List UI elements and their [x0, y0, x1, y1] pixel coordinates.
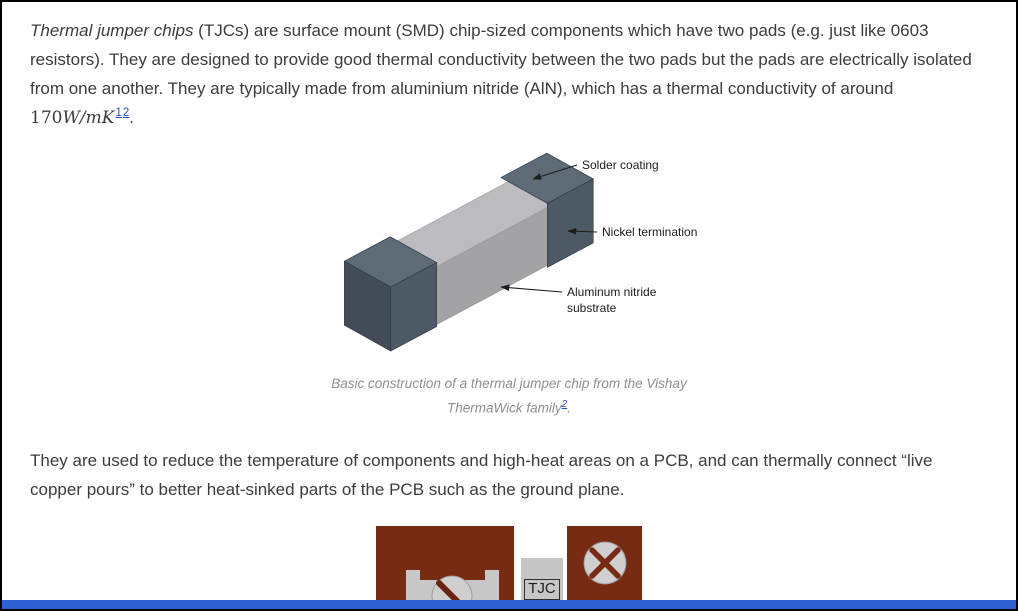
math-units: W/mK: [62, 108, 115, 128]
phillips-screw-icon: [583, 541, 627, 585]
caption-footnote-sup: 2: [562, 398, 568, 410]
figure-caption: Basic construction of a thermal jumper c…: [294, 373, 724, 419]
chip-left-termination: [343, 236, 438, 352]
aluminum-nitride-label-line2: substrate: [567, 301, 617, 315]
intro-paragraph: Thermal jumper chips (TJCs) are surface …: [30, 16, 988, 133]
sentence-period: .: [129, 108, 135, 127]
term-thermal-jumper-chips: Thermal jumper chips: [30, 21, 194, 40]
solder-coating-label: Solder coating: [582, 158, 659, 172]
math-expression: 170W/mK: [30, 108, 114, 128]
figure-caption-text: Basic construction of a thermal jumper c…: [331, 376, 687, 416]
copper-pour-right: [567, 526, 642, 609]
bottom-blue-bar: [2, 600, 1016, 609]
callout-solder-coating: Solder coating: [532, 158, 659, 180]
math-value: 170: [30, 108, 63, 128]
caption-footnote-link[interactable]: 2: [561, 399, 568, 410]
article-content: Thermal jumper chips (TJCs) are surface …: [2, 2, 1016, 504]
chip-isometric-illustration: Solder coating Nickel termination Alumin…: [343, 152, 697, 352]
footnote-link-2[interactable]: 2: [122, 107, 130, 120]
footnote-sup-2: 2: [122, 104, 129, 120]
callout-nickel-termination: Nickel termination: [567, 225, 697, 239]
chip-construction-figure: Solder coating Nickel termination Alumin…: [294, 145, 724, 419]
usage-paragraph: They are used to reduce the temperature …: [30, 450, 933, 499]
aluminum-nitride-label-line1: Aluminum nitride: [567, 285, 657, 299]
intro-paragraph-text: (TJCs) are surface mount (SMD) chip-size…: [30, 21, 972, 98]
chip-right-termination: [500, 152, 594, 268]
tjc-component-label: TJC: [524, 579, 560, 600]
footnote-link-1[interactable]: 1: [115, 107, 122, 120]
nickel-termination-label: Nickel termination: [602, 225, 697, 239]
callout-aluminum-nitride-substrate: Aluminum nitride substrate: [500, 284, 657, 315]
copper-pour-left: [376, 526, 514, 609]
caption-period: .: [567, 400, 571, 416]
footnote-sup-1: 1: [114, 104, 121, 120]
